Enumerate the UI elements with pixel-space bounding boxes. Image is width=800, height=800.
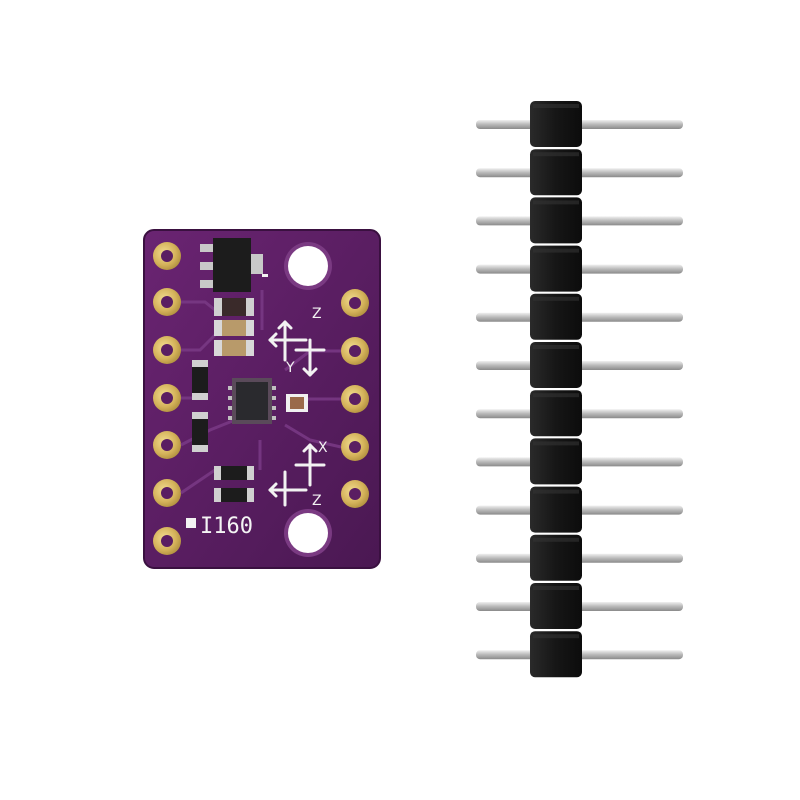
resistor: [214, 466, 254, 480]
solder-pad: [341, 337, 369, 365]
header-pin: [476, 101, 683, 147]
axis-label-z-bottom: Z: [312, 493, 322, 509]
header-pin: [476, 486, 683, 533]
solder-pad: [153, 384, 181, 412]
header-pin: [476, 149, 683, 196]
right-pad-column: [341, 289, 369, 508]
copper-traces: [180, 290, 342, 495]
capacitor: [214, 298, 254, 316]
header-pin: [476, 342, 683, 388]
resistor: [214, 488, 254, 502]
orientation-arrows-bottom: [268, 443, 326, 507]
header-pin: [476, 583, 683, 629]
solder-pad: [153, 288, 181, 316]
header-pin: [476, 293, 683, 340]
solder-pad: [153, 242, 181, 270]
resistor: [192, 360, 208, 400]
solder-pad: [341, 480, 369, 508]
mounting-hole-bottom: [284, 509, 332, 557]
orientation-arrows-top: [268, 320, 326, 377]
capacitor: [214, 320, 254, 336]
solder-pad: [153, 431, 181, 459]
solder-pad: [153, 527, 181, 555]
left-pad-column: [153, 242, 181, 555]
breakout-board: Z Y X Z I160: [143, 229, 381, 569]
solder-pad: [341, 433, 369, 461]
axis-label-x-bottom: X: [318, 440, 328, 456]
mounting-hole-top: [284, 242, 332, 290]
solder-pad: [153, 336, 181, 364]
voltage-regulator: [200, 238, 268, 292]
header-pin: [476, 631, 683, 678]
solder-pad: [153, 479, 181, 507]
header-pin: [476, 245, 683, 292]
pin1-marker: [186, 518, 196, 528]
header-pin: [476, 534, 683, 581]
header-pin: [476, 390, 683, 437]
decoupling-capacitor: [286, 394, 308, 412]
pin-header: [476, 101, 683, 678]
resistor: [192, 412, 208, 452]
board-label: I160: [200, 514, 253, 539]
solder-pad: [341, 385, 369, 413]
header-pin: [476, 197, 683, 244]
solder-pad: [341, 289, 369, 317]
capacitor: [214, 340, 254, 356]
sensor-chip: [228, 378, 276, 424]
axis-label-z-top: Z: [312, 306, 322, 322]
axis-label-y-top: Y: [285, 360, 295, 376]
header-pin: [476, 438, 683, 485]
